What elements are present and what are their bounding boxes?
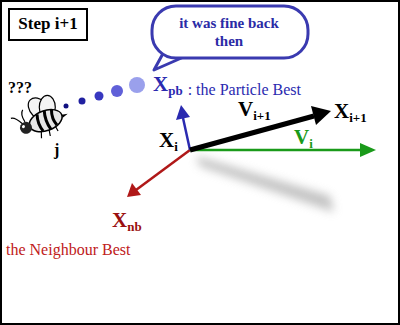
thought-dot xyxy=(111,85,123,97)
neighbour-best-label: the Neighbour Best xyxy=(6,242,130,258)
speech-bubble: it was fine back then xyxy=(150,4,310,60)
bubble-text: it was fine back then xyxy=(168,14,290,50)
neighbour-arrow xyxy=(136,150,190,190)
particle-best-label: : the Particle Best xyxy=(188,82,301,98)
step-box: Step i+1 xyxy=(8,8,88,41)
thought-dot xyxy=(79,98,86,105)
arrowhead xyxy=(311,106,331,125)
thought-dot xyxy=(129,77,145,93)
particle-index: j xyxy=(54,142,59,158)
vector-subscript: i xyxy=(309,137,313,150)
vector-symbol: X xyxy=(153,74,168,95)
vector-symbol: V xyxy=(294,127,309,148)
bubble-shape xyxy=(152,6,308,58)
velocity-arrow xyxy=(190,149,362,152)
arrowhead xyxy=(360,143,376,157)
shadow xyxy=(196,156,334,212)
vector-subscript: pb xyxy=(168,84,182,97)
question-marks: ??? xyxy=(8,80,32,96)
vector-subscript: nb xyxy=(127,220,141,233)
vector-subscript: i+1 xyxy=(349,111,367,124)
particle-best-arrow xyxy=(183,118,190,150)
new-velocity-arrow xyxy=(190,116,314,150)
vector-symbol: X xyxy=(112,210,127,231)
vector-symbol: X xyxy=(159,130,174,151)
vector-subscript: i xyxy=(174,140,178,153)
vector-symbol: V xyxy=(238,99,253,120)
step-label: Step i+1 xyxy=(17,14,79,34)
arrowhead xyxy=(176,105,190,120)
thought-dot xyxy=(64,104,69,109)
vector-subscript: i+1 xyxy=(253,109,271,122)
vector-symbol: X xyxy=(334,101,349,122)
arrowhead xyxy=(127,183,141,197)
thought-dot xyxy=(95,92,104,101)
bubble-outline xyxy=(150,4,310,60)
